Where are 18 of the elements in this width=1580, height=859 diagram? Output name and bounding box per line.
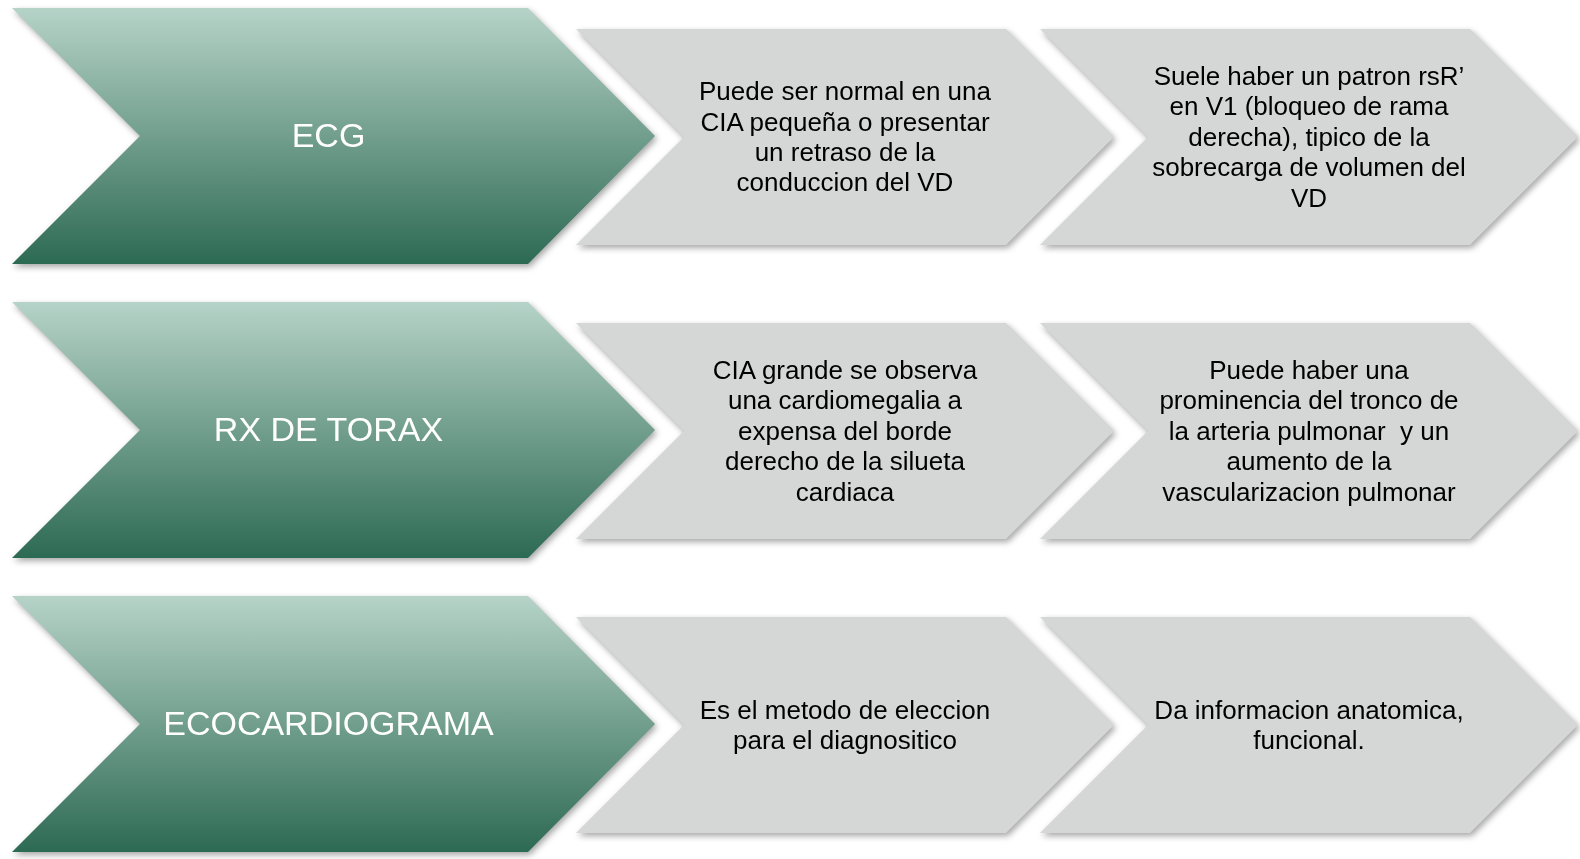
detail-step-panel xyxy=(1040,617,1578,833)
step-text: ECOCARDIOGRAMA xyxy=(163,704,494,744)
heading-step-panel xyxy=(12,8,655,264)
detail-step-panel xyxy=(576,29,1114,245)
step-text: ECG xyxy=(291,116,366,156)
detail-step-panel xyxy=(576,617,1114,833)
heading-step-panel xyxy=(12,596,655,852)
step-text: CIA grande se observa una cardiomegalia a expensa del borde derecho de la silueta cardiaca xyxy=(711,355,979,507)
step-text: Puede ser normal en una CIA pequeña o presentar un retraso de la conduccion del VD xyxy=(698,76,992,198)
heading-step-panel xyxy=(12,302,655,558)
detail-step-panel xyxy=(1040,29,1578,245)
step-text: Es el metodo de eleccion para el diagnositico xyxy=(698,694,992,756)
detail-step-panel xyxy=(576,323,1114,539)
step-text: Puede haber una prominencia del tronco de la arteria pulmonar y un aumento de la vascularizacion pulmonar xyxy=(1158,355,1460,507)
step-text: Suele haber un patron rsR’ en V1 (bloqueo de rama derecha), tipico de la sobrecarga de volumen del VD xyxy=(1152,61,1466,213)
step-text: Da informacion anatomica, funcional. xyxy=(1153,694,1465,756)
step-text: RX DE TORAX xyxy=(213,410,444,450)
detail-step-panel xyxy=(1040,323,1578,539)
